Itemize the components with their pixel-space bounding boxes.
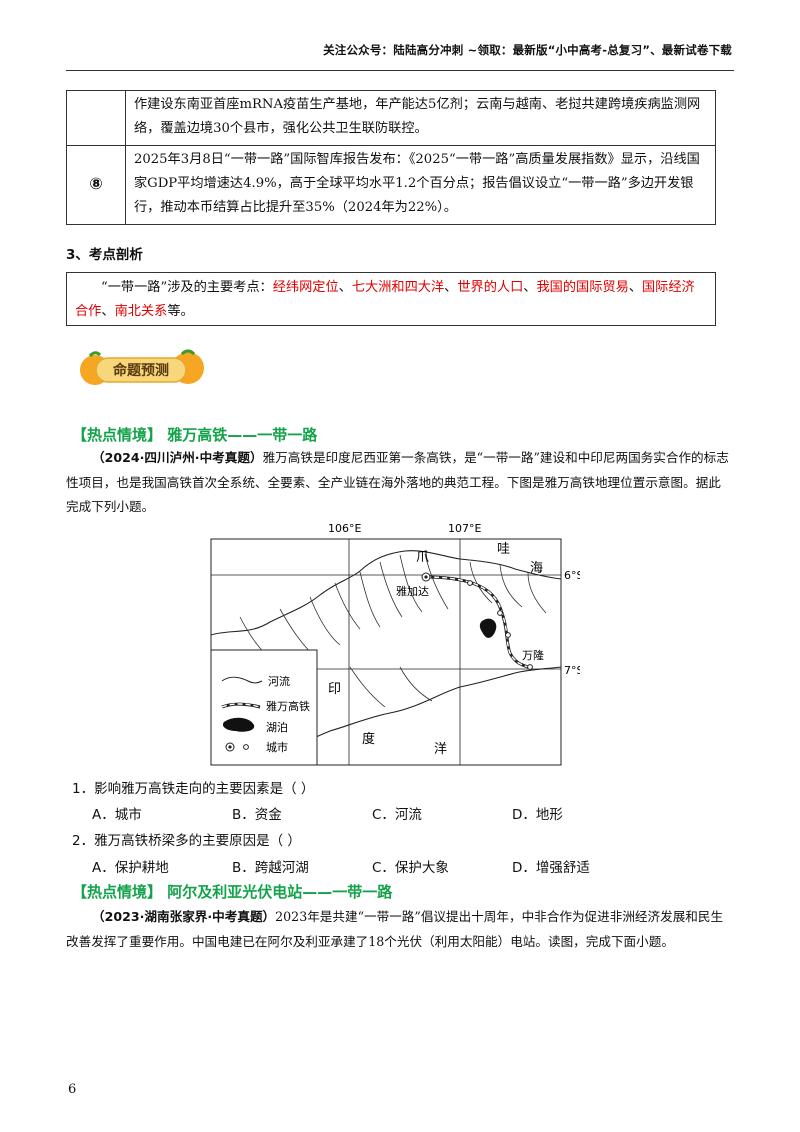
keypoints-box: “一带一路”涉及的主要考点：经纬网定位、七大洲和四大洋、世界的人口、我国的国际贸…: [66, 272, 716, 326]
question-text: 2023年是共建“一带一路”倡议提出十周年，中非合作为促进非洲经济发展和民生改善…: [66, 909, 724, 949]
badge-label: 命题预测: [112, 362, 169, 379]
keypoint: 七大洲和四大洋: [351, 280, 445, 295]
option[interactable]: D．地形: [512, 807, 563, 823]
map-label: 爪: [416, 550, 429, 565]
separator: 、: [628, 280, 642, 295]
keypoint: 世界的人口: [457, 280, 524, 295]
keypoints-ending: 等。: [167, 304, 194, 319]
separator: 、: [523, 280, 537, 295]
separator: 、: [444, 280, 458, 295]
question-stem: （2024·四川泸州·中考真题）雅万高铁是印度尼西亚第一条高铁，是“一带一路”建…: [66, 446, 730, 520]
option[interactable]: C．保护大象: [372, 860, 449, 876]
lake: [479, 618, 497, 638]
header-divider: [66, 70, 734, 71]
option[interactable]: D．增强舒适: [512, 860, 590, 876]
row-text: 作建设东南亚首座mRNA疫苗生产基地，年产能达5亿剂；云南与越南、老挝共建跨境疾…: [125, 90, 716, 146]
table-row: ⑧ 2025年3月8日“一带一路”国际智库报告发布：《2025“一带一路”高质量…: [66, 145, 716, 225]
keypoint: 南北关系: [114, 304, 168, 319]
row-number-empty: [66, 90, 126, 146]
option[interactable]: A．保护耕地: [92, 860, 169, 876]
bandung-marker: [527, 664, 533, 670]
lon-label: 106°E: [328, 522, 361, 535]
question-source: （2023·湖南张家界·中考真题）: [92, 909, 276, 924]
legend-label: 城市: [266, 740, 288, 754]
question-2: 2．雅万高铁桥梁多的主要原因是（ ）: [72, 833, 301, 849]
hot-topic-title: 【热点情境】 阿尔及利亚光伏电站——一带一路: [72, 883, 393, 901]
city-label: 万隆: [522, 648, 544, 662]
row-number: ⑧: [66, 145, 126, 225]
question-1: 1．影响雅万高铁走向的主要因素是（ ）: [72, 781, 315, 797]
lat-label: 6°S: [564, 569, 580, 582]
railway-location-map: 106°E 107°E 6°S 7°S 爪 哇 海 雅加达 万隆 印 度 洋: [210, 522, 580, 766]
options-2: A．保护耕地 B．跨越河湖 C．保护大象 D．增强舒适: [92, 856, 652, 876]
option[interactable]: B．资金: [232, 807, 282, 823]
lake-legend-icon: [222, 717, 255, 732]
lon-label: 107°E: [448, 522, 481, 535]
question-source: （2024·四川泸州·中考真题）: [92, 450, 263, 465]
keypoint: 经纬网定位: [272, 280, 339, 295]
map-label: 海: [530, 561, 543, 576]
news-table: 作建设东南亚首座mRNA疫苗生产基地，年产能达5亿剂；云南与越南、老挝共建跨境疾…: [66, 90, 716, 225]
prediction-badge: 命题预测: [80, 349, 204, 385]
legend-label: 湖泊: [266, 721, 288, 734]
coastline: [210, 550, 562, 636]
south-coast: [269, 666, 562, 766]
separator: 、: [338, 280, 352, 295]
map-label: 洋: [434, 742, 447, 757]
keypoint: 国际经济合作: [75, 280, 695, 319]
keypoint: 我国的国际贸易: [536, 280, 629, 295]
river-legend-icon: [221, 676, 263, 684]
map-label: 哇: [497, 542, 510, 557]
map-label: 度: [362, 731, 375, 747]
question-text: 雅万高铁是印度尼西亚第一条高铁，是“一带一路”建设和中印尼两国务实合作的标志性项…: [66, 450, 729, 514]
hot-topic-title: 【热点情境】 雅万高铁——一带一路: [72, 426, 318, 444]
map-legend: 河流 雅万高铁 湖泊 城市: [210, 649, 318, 766]
row-text: 2025年3月8日“一带一路”国际智库报告发布：《2025“一带一路”高质量发展…: [125, 145, 716, 225]
page-header: 关注公众号：陆陆高分冲刺 ~领取：最新版“小中高考-总复习”、最新试卷下载: [323, 43, 732, 57]
section-title: 3、考点剖析: [66, 247, 143, 263]
city-label: 雅加达: [396, 584, 429, 598]
keypoints-intro: “一带一路”涉及的主要考点：: [101, 280, 273, 295]
option[interactable]: A．城市: [92, 807, 142, 823]
options-1: A．城市 B．资金 C．河流 D．地形: [92, 803, 652, 823]
separator: 、: [101, 304, 115, 319]
legend-label: 雅万高铁: [266, 699, 310, 713]
lat-label: 7°S: [564, 664, 580, 677]
option[interactable]: B．跨越河湖: [232, 860, 309, 876]
question-stem: （2023·湖南张家界·中考真题）2023年是共建“一带一路”倡议提出十周年，中…: [66, 905, 730, 954]
map-label: 印: [328, 682, 341, 697]
legend-label: 河流: [268, 674, 290, 688]
page-number: 6: [68, 1082, 77, 1097]
option[interactable]: C．河流: [372, 807, 422, 823]
table-row: 作建设东南亚首座mRNA疫苗生产基地，年产能达5亿剂；云南与越南、老挝共建跨境疾…: [66, 90, 716, 146]
